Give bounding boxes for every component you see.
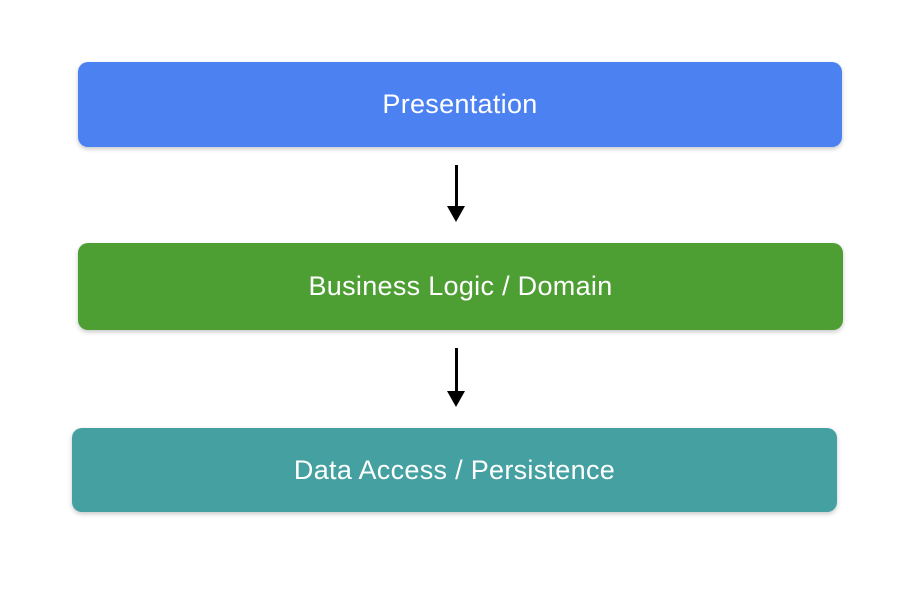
arrow-head <box>447 206 465 222</box>
arrow-head <box>447 391 465 407</box>
layer-label-data-access: Data Access / Persistence <box>293 454 616 485</box>
layer-label-presentation: Presentation <box>382 89 538 119</box>
arrow-stem <box>454 165 458 206</box>
arrow-stem <box>454 348 458 391</box>
layer-node-presentation: Presentation <box>78 62 842 147</box>
arrow-down-icon <box>447 348 465 407</box>
layer-label-business-logic: Business Logic / Domain <box>308 271 613 301</box>
layer-node-data-access: Data Access / Persistence <box>72 428 837 512</box>
arrow-down-icon <box>447 165 465 222</box>
layer-node-business-logic: Business Logic / Domain <box>78 243 843 330</box>
